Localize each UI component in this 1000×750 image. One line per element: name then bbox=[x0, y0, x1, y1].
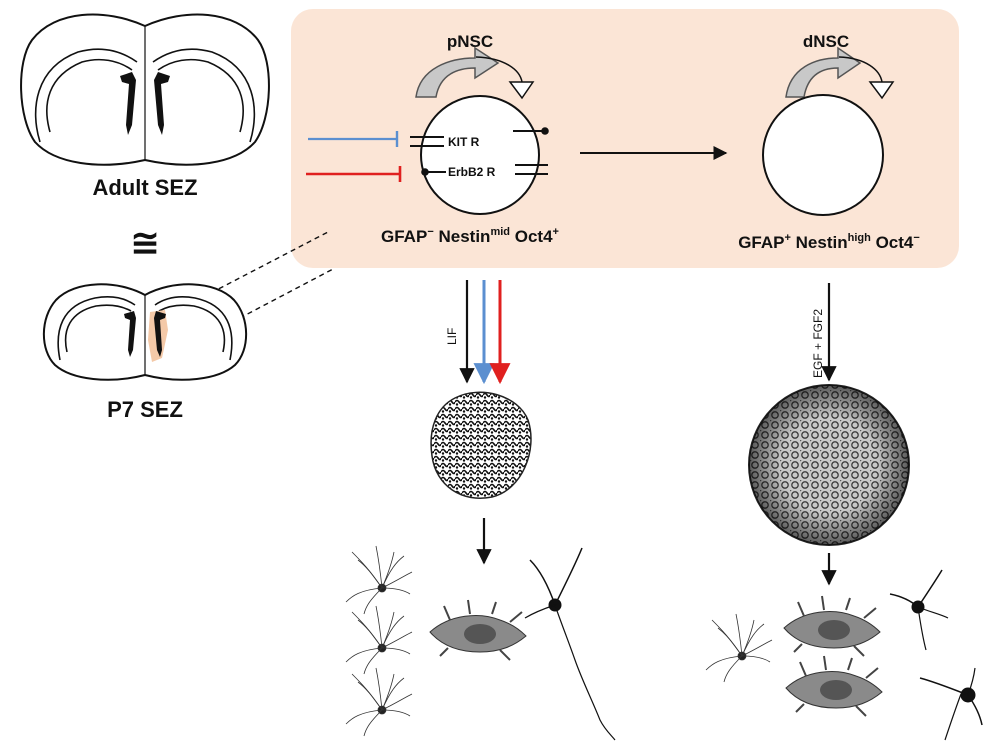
egf-fgf2-label: EGF + FGF2 bbox=[811, 309, 825, 378]
pnsc-marker-label: GFAP− Nestinmid Oct4+ bbox=[381, 226, 559, 246]
small-neurosphere bbox=[430, 391, 532, 499]
erbb2-inhibitor-line bbox=[306, 166, 402, 182]
large-neurosphere bbox=[748, 384, 910, 546]
kit-inhibitor-line bbox=[308, 131, 399, 147]
pnsc-cell bbox=[420, 95, 540, 215]
right-membrane-receptors bbox=[513, 127, 549, 175]
oligodendrocyte-cell bbox=[345, 545, 413, 615]
p7-brain-section bbox=[42, 283, 248, 381]
oligodendrocyte-cell bbox=[345, 605, 413, 675]
dnsc-self-renewal-arrow bbox=[785, 46, 895, 100]
adult-sez-label: Adult SEZ bbox=[92, 175, 197, 200]
pnsc-self-renewal-arrow bbox=[415, 46, 535, 100]
erbb2-receptor bbox=[421, 168, 446, 176]
erbb2-receptor-label: ErbB2 R bbox=[448, 165, 496, 179]
zoom-line-bottom bbox=[159, 267, 336, 361]
adult-brain-section bbox=[20, 13, 270, 166]
neuron-cell bbox=[889, 569, 949, 651]
pnsc-title: pNSC bbox=[447, 32, 493, 51]
oligodendrocyte-cell bbox=[705, 613, 773, 683]
neuron-cell bbox=[919, 667, 983, 741]
dnsc-cell bbox=[762, 94, 884, 216]
astrocyte-cell bbox=[783, 595, 881, 657]
astrocyte-cell bbox=[429, 599, 527, 661]
approx-equal-symbol: ≅ bbox=[130, 222, 160, 263]
astrocyte-cell bbox=[785, 655, 883, 717]
dnsc-marker-label: GFAP+ Nestinhigh Oct4− bbox=[738, 232, 920, 252]
kit-receptor-label: KIT R bbox=[448, 135, 480, 149]
p7-sez-label: P7 SEZ bbox=[107, 397, 183, 422]
oligodendrocyte-cell bbox=[345, 667, 413, 737]
kit-receptor bbox=[410, 136, 444, 147]
zoom-line-top bbox=[154, 231, 329, 323]
lif-label: LIF bbox=[445, 328, 459, 345]
neuron-cell bbox=[524, 547, 616, 741]
dnsc-title: dNSC bbox=[803, 32, 849, 51]
